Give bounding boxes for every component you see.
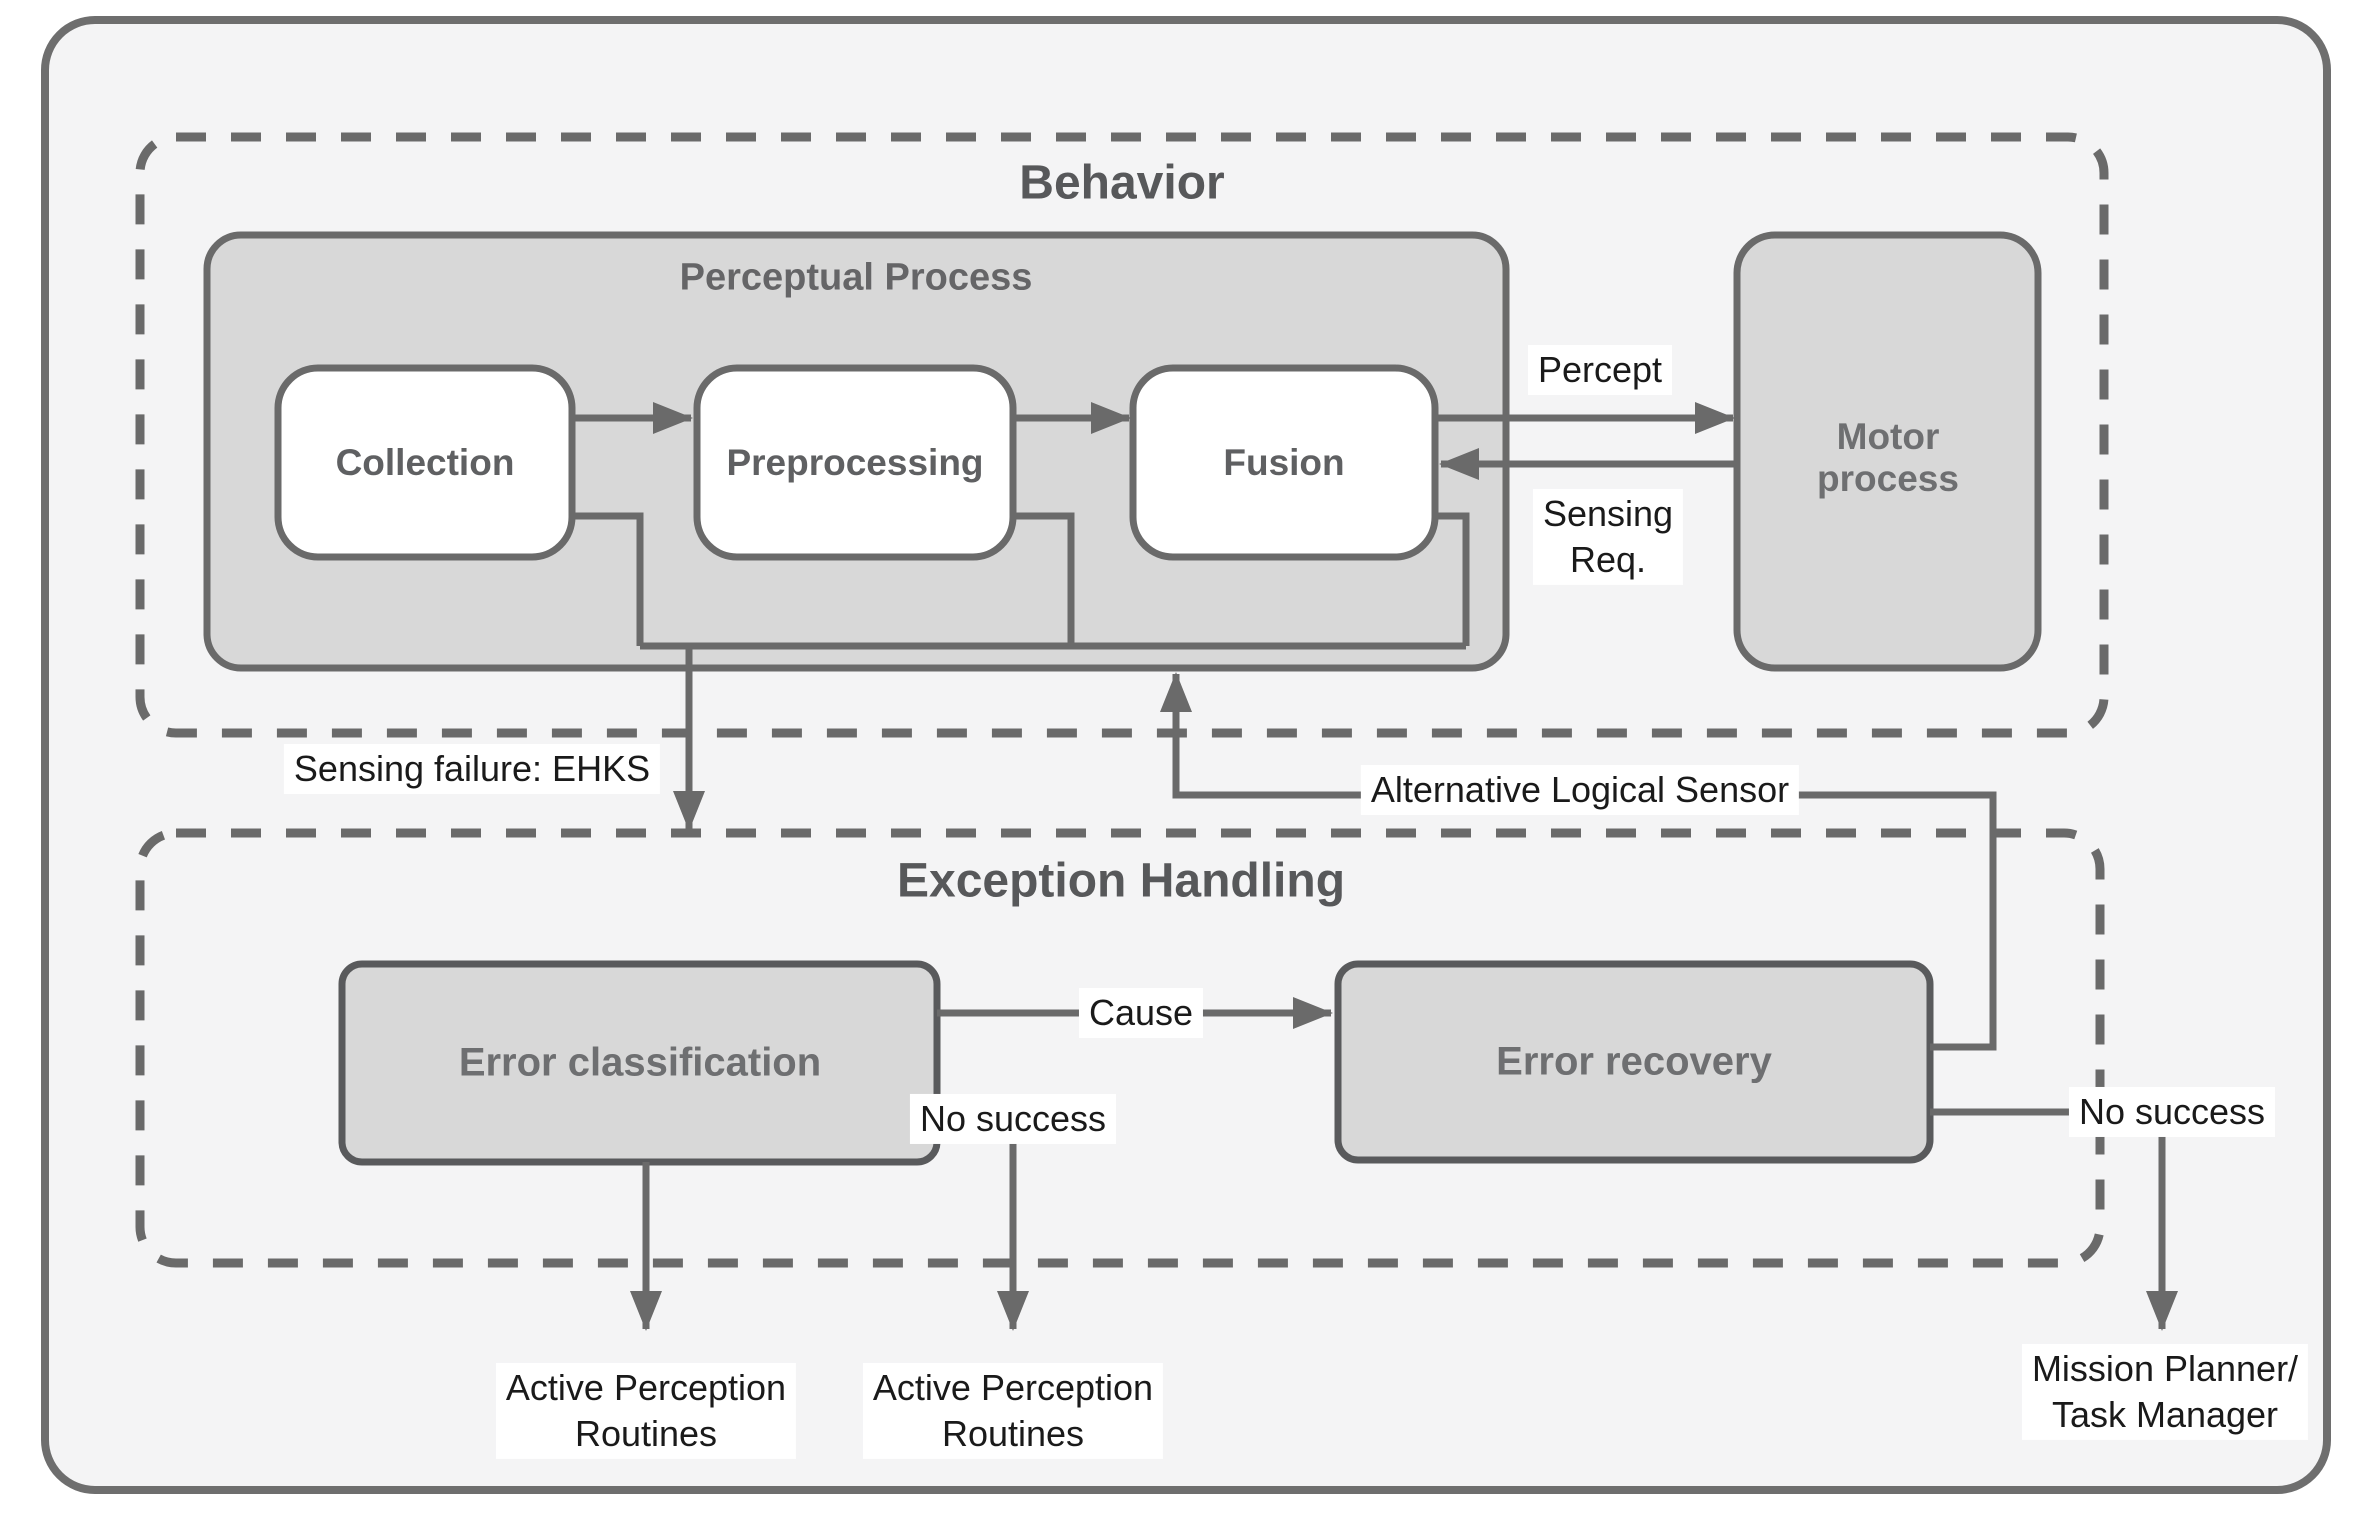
perceptual-process-title: Perceptual Process <box>679 256 1033 299</box>
collection-label: Collection <box>335 442 515 483</box>
active-perception-routines-middle-label: Active Perception Routines <box>862 1362 1164 1460</box>
alternative-logical-sensor-label: Alternative Logical Sensor <box>1360 764 1800 816</box>
edge-alternative-logical-sensor <box>1160 672 1997 1051</box>
fusion-label: Fusion <box>1223 442 1345 483</box>
percept-label: Percept <box>1527 344 1673 396</box>
mission-planner-label: Mission Planner/ Task Manager <box>2021 1343 2309 1441</box>
no-success-classification-label: No success <box>909 1093 1117 1145</box>
preprocessing-label: Preprocessing <box>726 442 984 483</box>
error-classification-box <box>338 960 941 1166</box>
feedback-fusion <box>1435 512 1470 646</box>
cause-label: Cause <box>1078 987 1204 1039</box>
exception-handling-dashed-border <box>135 828 2105 1268</box>
feedback-collection <box>572 512 644 646</box>
sensing-failure-label: Sensing failure: EHKS <box>283 743 661 795</box>
feedback-preprocessing <box>1013 512 1075 646</box>
collection-box <box>274 364 576 561</box>
no-success-recovery-label: No success <box>2068 1086 2276 1138</box>
error-classification-label: Error classification <box>458 1040 822 1085</box>
behavior-title: Behavior <box>1019 156 1225 210</box>
exception-handling-title: Exception Handling <box>896 854 1346 908</box>
error-recovery-box <box>1334 960 1934 1164</box>
behavior-dashed-border <box>135 132 2109 738</box>
motor-process-label: Motor process <box>1817 416 1959 499</box>
error-recovery-label: Error recovery <box>1496 1039 1772 1084</box>
active-perception-routines-left-label: Active Perception Routines <box>495 1362 797 1460</box>
preprocessing-box <box>693 364 1017 561</box>
sensing-req-label: Sensing Req. <box>1532 488 1684 586</box>
fusion-box <box>1129 364 1439 561</box>
motor-process-box <box>1733 231 2042 672</box>
